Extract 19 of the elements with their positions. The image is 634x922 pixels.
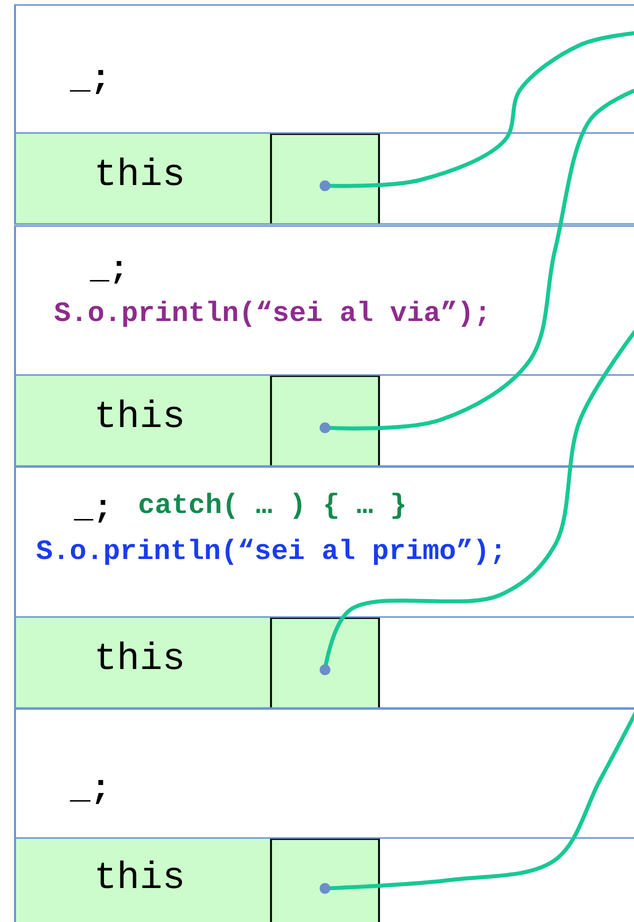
variable-slot — [14, 617, 378, 708]
variable-label: this — [94, 860, 186, 898]
variable-slot — [14, 133, 378, 224]
code-statement: _; — [74, 493, 112, 525]
code-statement: catch( … ) { … } — [138, 493, 407, 521]
code-statement: _; — [90, 254, 128, 286]
reference-cell — [270, 375, 380, 466]
reference-cell — [270, 133, 380, 224]
variable-slot — [14, 838, 378, 922]
code-statement: _; — [70, 773, 111, 807]
variable-label: this — [94, 399, 186, 437]
variable-label: this — [94, 641, 186, 679]
variable-slot — [14, 375, 378, 466]
reference-cell — [270, 617, 380, 708]
code-statement: S.o.println(“sei al primo”); — [36, 539, 506, 567]
variable-label: this — [94, 157, 186, 195]
reference-cell — [270, 838, 380, 922]
code-statement: _; — [70, 63, 111, 97]
code-statement: S.o.println(“sei al via”); — [54, 301, 491, 329]
